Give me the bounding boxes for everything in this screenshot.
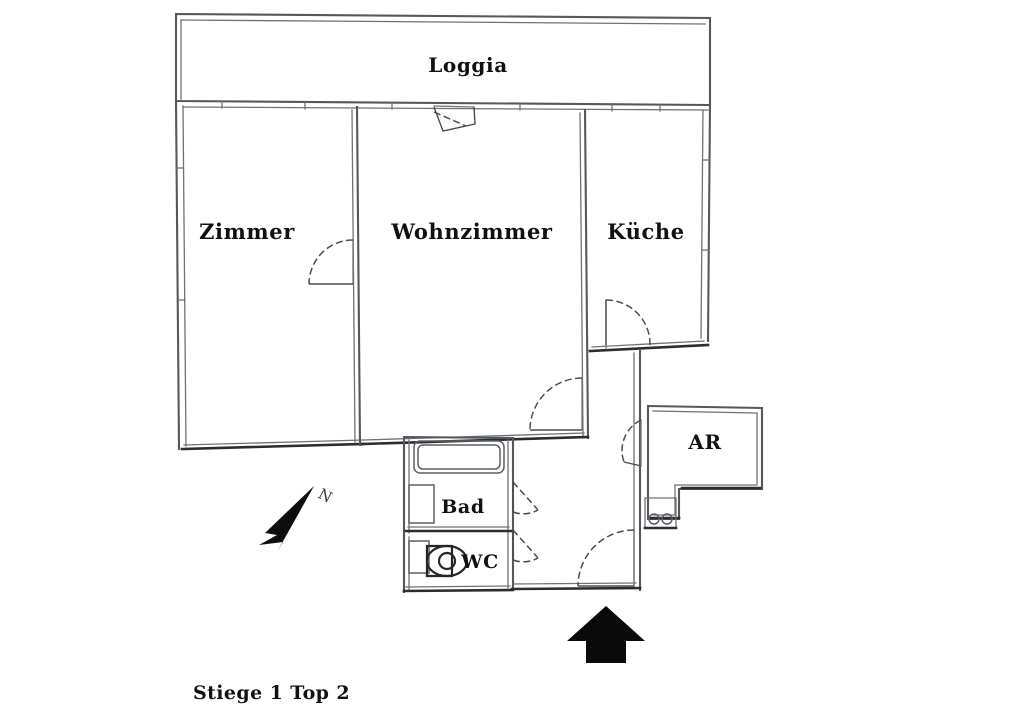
room-label-wc: WC xyxy=(460,551,499,573)
room-kueche xyxy=(588,103,712,353)
compass-label: N xyxy=(315,485,335,507)
room-label-loggia: Loggia xyxy=(428,53,508,77)
wc-basin-fixture xyxy=(408,540,430,574)
bathtub-fixture xyxy=(413,440,505,474)
toilet-bowl xyxy=(425,544,469,578)
bathtub-inner xyxy=(417,444,501,470)
washbasin-fixture xyxy=(408,484,435,524)
room-label-ar: AR xyxy=(687,430,721,454)
room-wohnzimmer xyxy=(360,105,590,446)
hob-burner-right xyxy=(661,513,673,525)
compass-north: N xyxy=(259,485,335,552)
hob-burner-left xyxy=(648,513,660,525)
room-zimmer xyxy=(174,99,365,451)
room-wc xyxy=(402,533,515,594)
compass-arrow-icon xyxy=(259,486,314,552)
counter-fixture xyxy=(644,497,677,529)
room-label-zimmer: Zimmer xyxy=(199,219,295,244)
room-ar xyxy=(643,404,764,530)
room-label-bad: Bad xyxy=(441,496,484,518)
room-label-wohnzimmer: Wohnzimmer xyxy=(390,219,553,244)
room-label-kueche: Küche xyxy=(607,219,684,244)
plan-title: Stiege 1 Top 2 xyxy=(193,682,350,704)
area-corridor xyxy=(507,349,642,592)
room-bad xyxy=(402,435,515,537)
entrance-arrow xyxy=(567,606,645,663)
entrance-arrow-icon xyxy=(567,606,645,663)
toilet-seat-detail xyxy=(437,551,457,571)
